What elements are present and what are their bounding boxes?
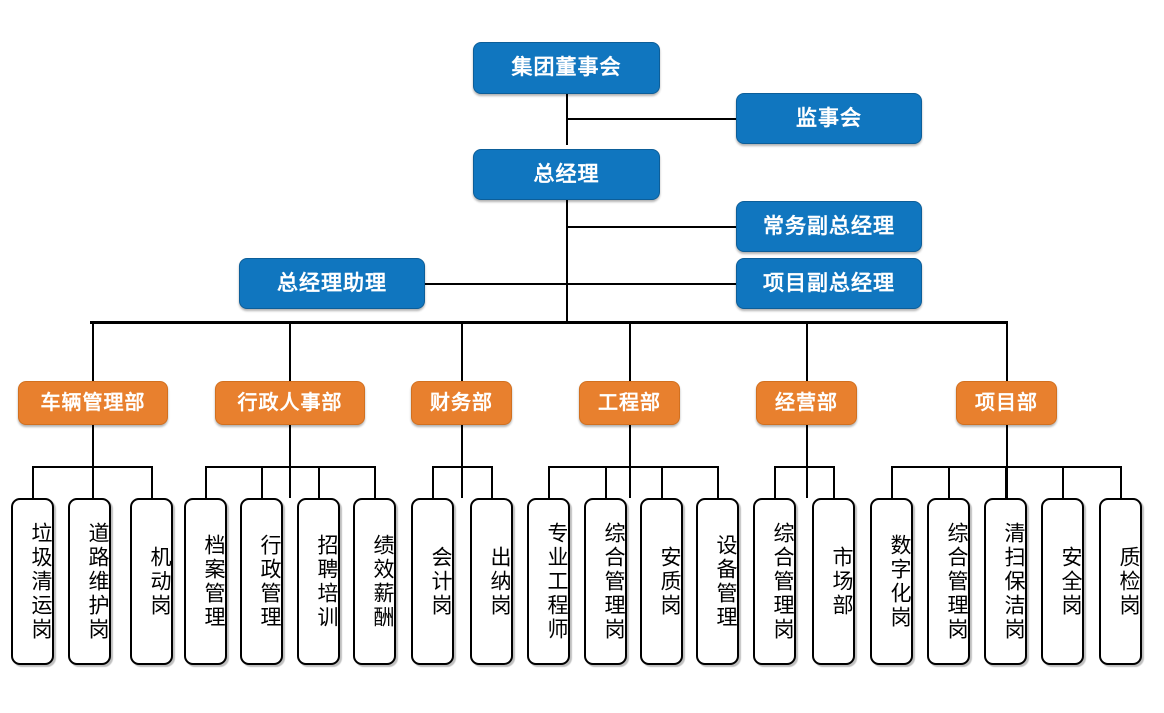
position-archive-mgmt[interactable]: 档案管理 [184, 498, 227, 665]
connector-operations-drop [806, 425, 808, 498]
connector-gm-trunk [566, 199, 568, 322]
position-recruit-training[interactable]: 招聘培训 [297, 498, 340, 665]
position-cleaning[interactable]: 清扫保洁岗 [984, 498, 1027, 665]
position-eng-general-mgmt[interactable]: 综合管理岗 [584, 498, 627, 665]
position-ops-general-mgmt[interactable]: 综合管理岗 [753, 498, 796, 665]
dept-finance[interactable]: 财务部 [411, 381, 512, 425]
position-digitalization[interactable]: 数字化岗 [870, 498, 913, 665]
sub-bus-engineering [548, 466, 718, 468]
node-general-manager[interactable]: 总经理 [473, 149, 660, 200]
sub-bus-finance [432, 466, 492, 468]
connector-leaf-ops-general-mgmt [774, 466, 776, 498]
connector-leaf-safety-quality [661, 466, 663, 498]
connector-exec-vice-gm-horizontal [566, 226, 737, 228]
connector-dept-operations [806, 321, 808, 381]
connector-project-vice-gm-horizontal [566, 283, 737, 285]
connector-leaf-market-dept [833, 466, 835, 498]
position-quality-inspect[interactable]: 质检岗 [1099, 498, 1142, 665]
connector-leaf-digitalization [891, 466, 893, 498]
connector-supervisory-horizontal [566, 118, 737, 120]
node-board[interactable]: 集团董事会 [473, 42, 660, 94]
connector-gm-assistant-horizontal [424, 283, 568, 285]
dept-project[interactable]: 项目部 [956, 381, 1057, 425]
position-prof-engineer[interactable]: 专业工程师 [527, 498, 570, 665]
sub-bus-admin-hr [205, 466, 375, 468]
position-cashier[interactable]: 出纳岗 [470, 498, 513, 665]
department-bus [90, 321, 1008, 324]
position-road-maintenance[interactable]: 道路维护岗 [68, 498, 111, 665]
connector-leaf-admin-mgmt [261, 466, 263, 498]
sub-bus-vehicle [32, 466, 152, 468]
connector-engineering-drop [629, 425, 631, 498]
connector-leaf-cleaning [1005, 466, 1007, 498]
connector-leaf-proj-general-mgmt [948, 466, 950, 498]
connector-leaf-prof-engineer [548, 466, 550, 498]
node-gm-assistant[interactable]: 总经理助理 [239, 258, 425, 309]
node-project-vice-gm[interactable]: 项目副总经理 [736, 258, 922, 309]
node-supervisory-board[interactable]: 监事会 [736, 93, 922, 144]
connector-dept-vehicle [92, 321, 94, 381]
dept-engineering[interactable]: 工程部 [579, 381, 680, 425]
position-admin-mgmt[interactable]: 行政管理 [240, 498, 283, 665]
dept-vehicle-management[interactable]: 车辆管理部 [18, 381, 168, 425]
position-accounting[interactable]: 会计岗 [411, 498, 454, 665]
connector-leaf-quality-inspect [1120, 466, 1122, 498]
connector-vehicle-drop [92, 425, 94, 498]
connector-leaf-archive-mgmt [205, 466, 207, 498]
connector-dept-project [1006, 321, 1008, 381]
connector-leaf-mobile-duty [151, 466, 153, 498]
position-mobile-duty[interactable]: 机动岗 [130, 498, 173, 665]
connector-leaf-accounting [432, 466, 434, 498]
sub-bus-operations [774, 466, 834, 468]
position-performance-pay[interactable]: 绩效薪酬 [353, 498, 396, 665]
connector-adminhr-drop [289, 425, 291, 498]
connector-project-drop [1006, 425, 1008, 498]
connector-dept-engineering [629, 321, 631, 381]
position-safety[interactable]: 安全岗 [1041, 498, 1084, 665]
connector-finance-drop [461, 425, 463, 498]
connector-leaf-recruit-training [318, 466, 320, 498]
connector-leaf-eng-general-mgmt [605, 466, 607, 498]
position-proj-general-mgmt[interactable]: 综合管理岗 [927, 498, 970, 665]
connector-leaf-performance-pay [374, 466, 376, 498]
position-safety-quality[interactable]: 安质岗 [640, 498, 683, 665]
node-exec-vice-gm[interactable]: 常务副总经理 [736, 201, 922, 252]
connector-leaf-waste-transport [32, 466, 34, 498]
dept-admin-hr[interactable]: 行政人事部 [215, 381, 365, 425]
connector-dept-admin-hr [289, 321, 291, 381]
connector-leaf-safety [1062, 466, 1064, 498]
connector-leaf-cashier [491, 466, 493, 498]
position-waste-transport[interactable]: 垃圾清运岗 [11, 498, 54, 665]
position-equipment-mgmt[interactable]: 设备管理 [696, 498, 739, 665]
connector-leaf-equipment-mgmt [717, 466, 719, 498]
connector-dept-finance [461, 321, 463, 381]
dept-operations[interactable]: 经营部 [756, 381, 857, 425]
position-market-dept[interactable]: 市场部 [812, 498, 855, 665]
